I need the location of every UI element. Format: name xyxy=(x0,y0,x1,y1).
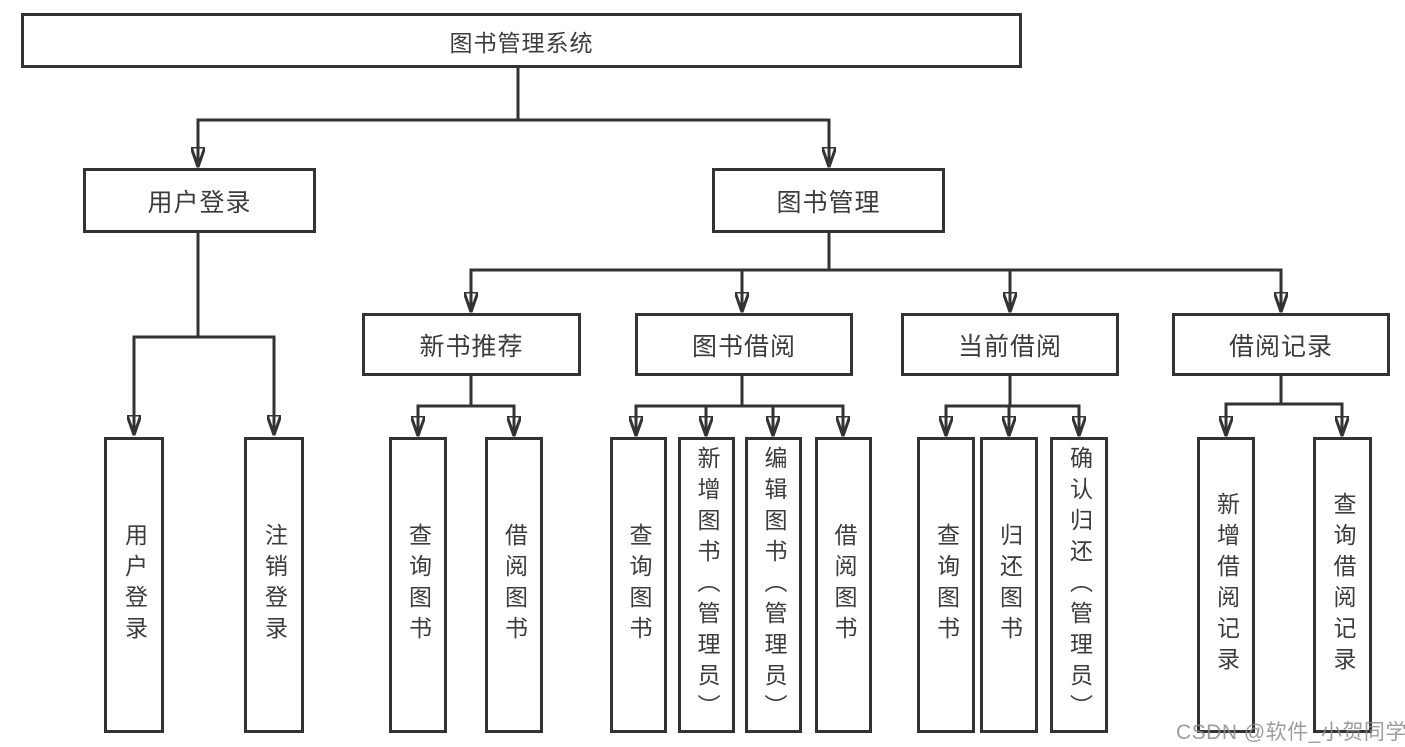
node-leaf-cb-return-books-label: 归还图书 xyxy=(996,523,1023,647)
connector-root-to-level2 xyxy=(198,66,829,168)
node-leaf-nb-query-books: 查询图书 xyxy=(389,437,447,733)
node-root-label: 图书管理系统 xyxy=(449,29,594,56)
node-leaf-cb-query-books-label: 查询图书 xyxy=(933,523,960,647)
connector-borrow-records-children xyxy=(1226,374,1342,437)
node-book-borrow-label: 图书借阅 xyxy=(691,332,796,361)
node-borrow-records: 借阅记录 xyxy=(1172,313,1390,376)
connector-current-borrow-children xyxy=(946,374,1079,437)
node-leaf-bb-edit-books-admin-label: 编辑图书（管理员） xyxy=(761,445,787,725)
node-root: 图书管理系统 xyxy=(21,13,1022,68)
node-leaf-br-add-record-label: 新增借阅记录 xyxy=(1213,492,1240,678)
node-leaf-bb-query-books: 查询图书 xyxy=(610,437,667,733)
node-leaf-logout: 注销登录 xyxy=(244,437,304,733)
node-borrow-records-label: 借阅记录 xyxy=(1228,332,1333,361)
node-leaf-br-query-record: 查询借阅记录 xyxy=(1313,437,1372,733)
node-leaf-bb-borrow-books-label: 借阅图书 xyxy=(831,523,857,647)
node-current-borrow: 当前借阅 xyxy=(901,313,1119,376)
node-leaf-nb-borrow-books: 借阅图书 xyxy=(485,437,543,733)
node-leaf-nb-borrow-books-label: 借阅图书 xyxy=(501,523,528,647)
node-leaf-br-query-record-label: 查询借阅记录 xyxy=(1330,492,1356,678)
node-leaf-bb-add-books-admin-label: 新增图书（管理员） xyxy=(694,445,720,725)
node-user-login: 用户登录 xyxy=(83,168,316,233)
connector-book-management-children xyxy=(471,231,1281,313)
node-leaf-bb-edit-books-admin: 编辑图书（管理员） xyxy=(745,437,802,733)
node-leaf-bb-query-books-label: 查询图书 xyxy=(626,523,652,647)
node-leaf-cb-confirm-return-admin: 确认归还（管理员） xyxy=(1050,437,1108,733)
node-leaf-logout-label: 注销登录 xyxy=(261,523,288,647)
node-book-management: 图书管理 xyxy=(712,168,945,233)
node-leaf-user-login: 用户登录 xyxy=(104,437,164,733)
node-new-book-recommend-label: 新书推荐 xyxy=(419,332,524,361)
node-leaf-nb-query-books-label: 查询图书 xyxy=(405,523,432,647)
node-leaf-bb-add-books-admin: 新增图书（管理员） xyxy=(678,437,735,733)
node-book-borrow: 图书借阅 xyxy=(635,313,853,376)
node-leaf-cb-query-books: 查询图书 xyxy=(917,437,975,733)
node-current-borrow-label: 当前借阅 xyxy=(957,332,1062,361)
node-user-login-label: 用户登录 xyxy=(147,188,252,217)
connector-book-borrow-children xyxy=(636,374,843,437)
node-leaf-cb-return-books: 归还图书 xyxy=(980,437,1038,733)
node-book-management-label: 图书管理 xyxy=(776,188,881,217)
node-leaf-user-login-label: 用户登录 xyxy=(121,523,148,647)
csdn-watermark: CSDN @软件_小贺同学 xyxy=(1176,721,1405,744)
node-leaf-bb-borrow-books: 借阅图书 xyxy=(815,437,872,733)
node-leaf-br-add-record: 新增借阅记录 xyxy=(1197,437,1255,733)
node-leaf-cb-confirm-return-admin-label: 确认归还（管理员） xyxy=(1066,445,1093,725)
connector-user-login-children xyxy=(134,231,274,436)
connector-new-book-children xyxy=(418,374,514,437)
node-new-book-recommend: 新书推荐 xyxy=(362,313,581,376)
